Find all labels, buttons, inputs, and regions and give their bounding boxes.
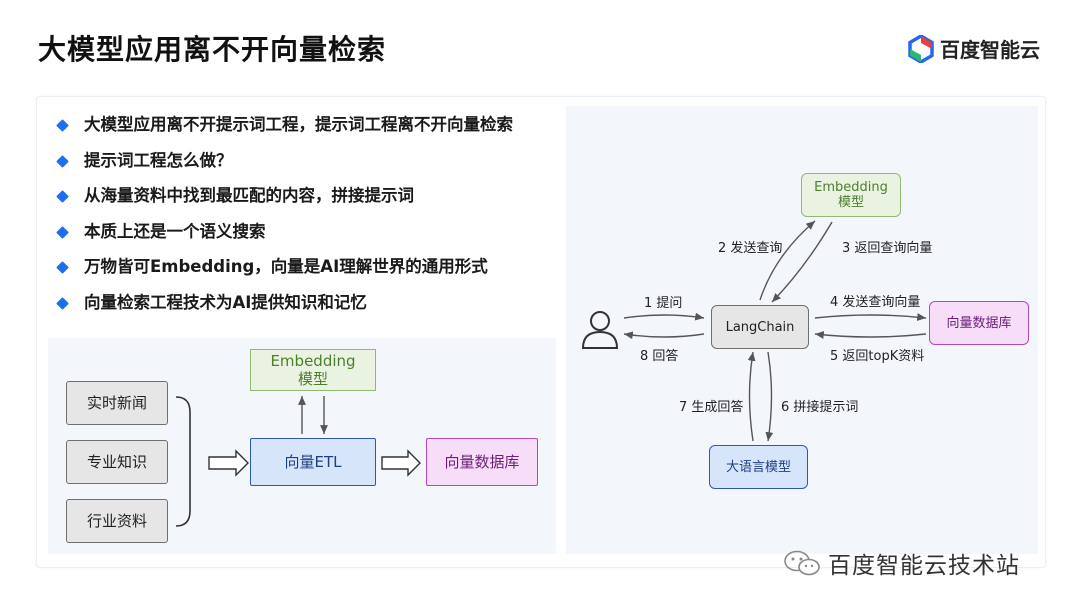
flow-embedding-label: Embedding — [814, 180, 888, 195]
source-realtime-news: 实时新闻 — [66, 381, 168, 425]
user-icon — [581, 311, 619, 349]
step-6-arrow — [765, 351, 774, 442]
bullet-item: 从海量资料中找到最匹配的内容，拼接提示词 — [56, 183, 513, 219]
etl-embedding-sub-label: 模型 — [297, 370, 328, 388]
brand-logo: 百度智能云 — [908, 34, 1040, 63]
flow-embedding-model-box: Embedding 模型 — [801, 173, 901, 217]
etl-to-db-arrow — [381, 449, 421, 477]
step-4-arrow — [814, 313, 927, 321]
etl-embedding-model-box: Embedding 模型 — [250, 349, 376, 391]
step-2-arrow — [759, 220, 816, 301]
wechat-watermark: 百度智能云技术站 — [782, 546, 1020, 580]
bullet-item: 提示词工程怎么做？ — [56, 148, 513, 184]
step-6-label: 6 拼接提示词 — [781, 400, 859, 415]
step-1-label: 1 提问 — [644, 296, 683, 311]
bullet-list: 大模型应用离不开提示词工程，提示词工程离不开向量检索 提示词工程怎么做？ 从海量… — [56, 112, 513, 325]
langchain-box: LangChain — [711, 305, 809, 349]
source-expert-knowledge: 专业知识 — [66, 440, 168, 484]
slide-title: 大模型应用离不开向量检索 — [38, 33, 387, 66]
flow-vector-db-box: 向量数据库 — [929, 301, 1029, 345]
bullet-item: 向量检索工程技术为AI提供知识和记忆 — [56, 290, 513, 326]
brand-name: 百度智能云 — [940, 38, 1040, 62]
step-5-label: 5 返回topK资料 — [830, 349, 925, 364]
vector-etl-box: 向量ETL — [250, 438, 376, 486]
step-4-label: 4 发送查询向量 — [830, 295, 921, 310]
step-1-arrow — [623, 312, 705, 321]
step-7-label: 7 生成回答 — [679, 400, 744, 415]
wechat-icon — [784, 550, 820, 576]
step-8-label: 8 回答 — [640, 349, 679, 364]
flow-embedding-sub-label: 模型 — [837, 195, 864, 210]
bullet-item: 大模型应用离不开提示词工程，提示词工程离不开向量检索 — [56, 112, 513, 148]
step-7-arrow — [747, 351, 756, 442]
step-2-label: 2 发送查询 — [718, 241, 783, 256]
step-8-arrow — [623, 331, 705, 340]
source-industry-data: 行业资料 — [66, 499, 168, 543]
bullet-item: 本质上还是一个语义搜索 — [56, 219, 513, 255]
etl-embedding-label: Embedding — [270, 352, 356, 370]
step-3-arrow — [771, 221, 833, 303]
sources-bracket — [175, 396, 191, 527]
llm-box: 大语言模型 — [709, 445, 808, 489]
etl-vector-db-box: 向量数据库 — [426, 438, 538, 486]
step-3-label: 3 返回查询向量 — [842, 241, 933, 256]
bracket-to-etl-arrow — [208, 449, 249, 477]
bullet-item: 万物皆可Embedding，向量是AI理解世界的通用形式 — [56, 254, 513, 290]
baidu-cloud-logo-icon — [908, 34, 934, 63]
step-5-arrow — [814, 331, 927, 339]
watermark-text: 百度智能云技术站 — [828, 553, 1020, 579]
